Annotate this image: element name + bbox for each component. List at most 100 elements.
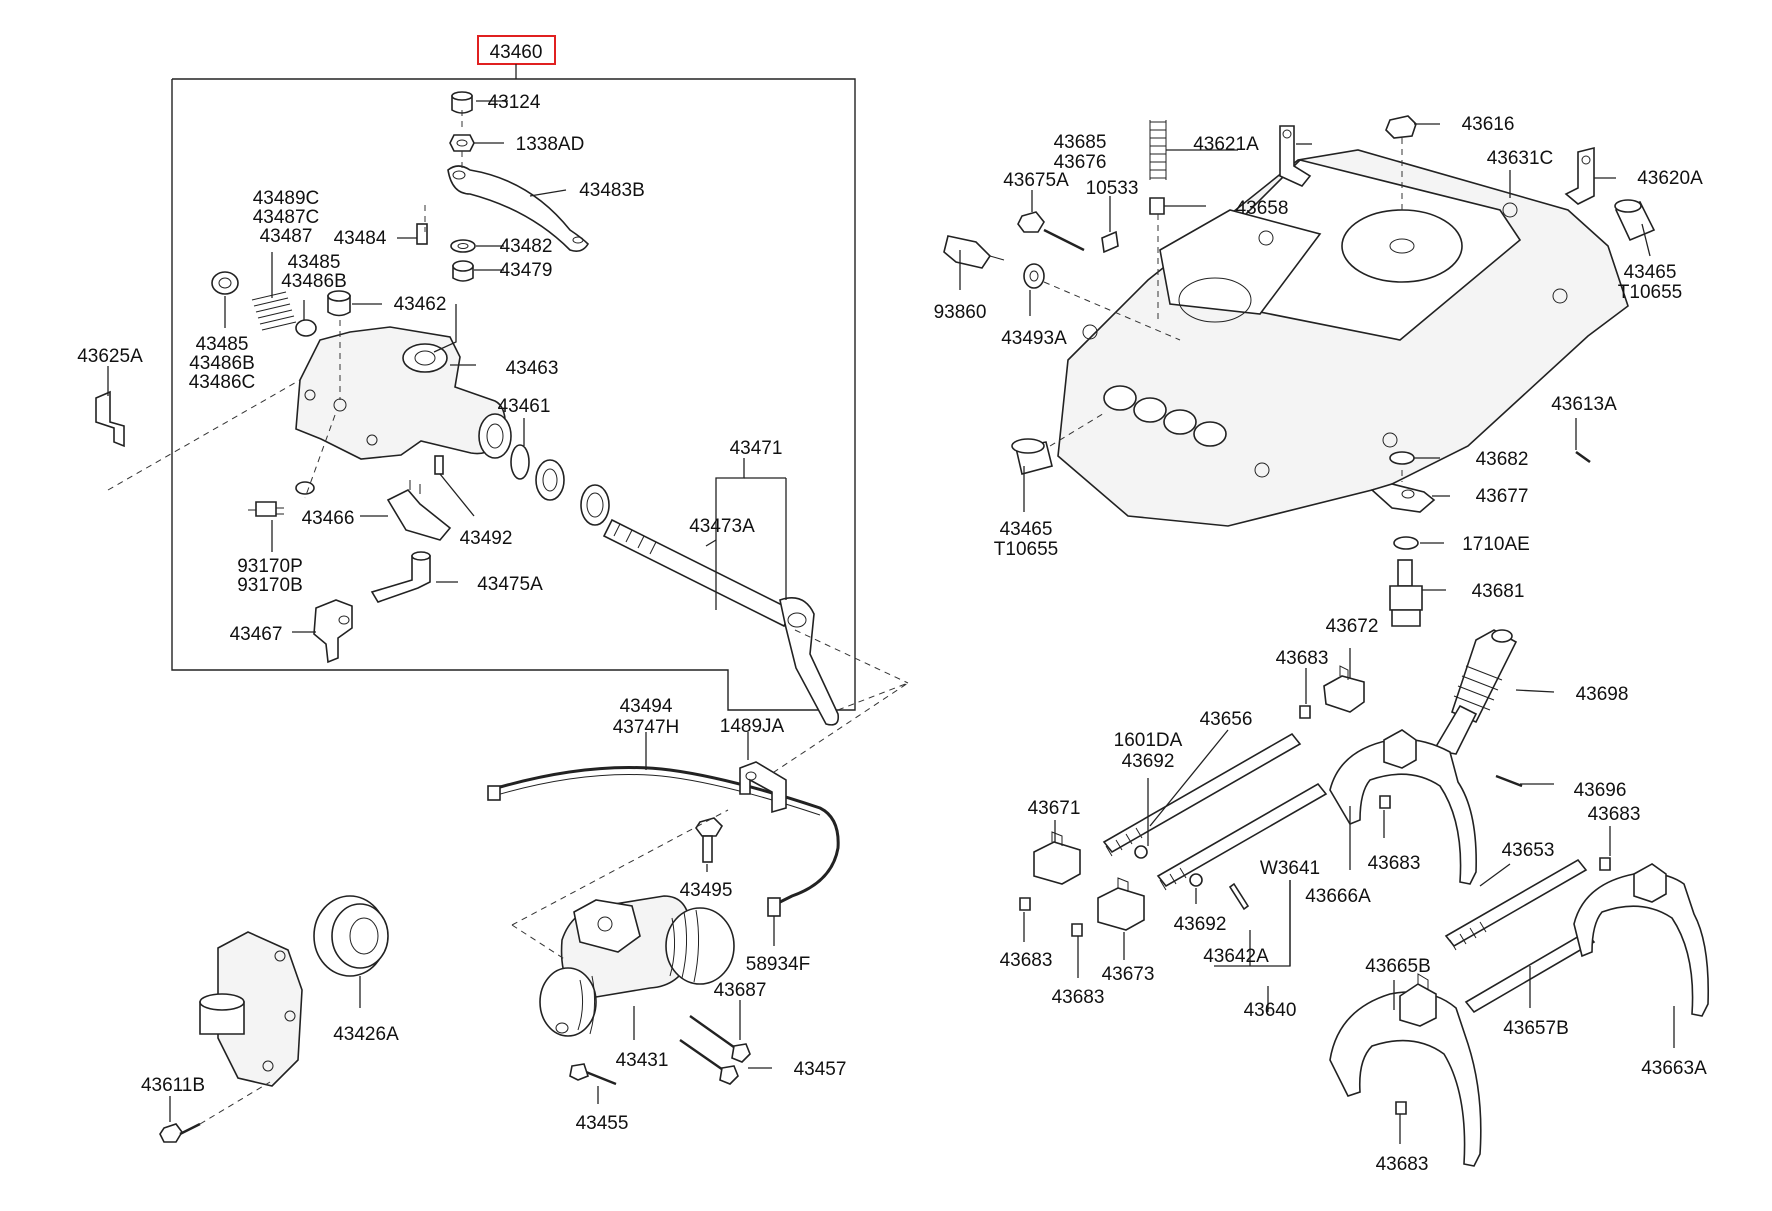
part-label-43494[interactable]: 43494 <box>620 696 673 717</box>
part-1489JA-bracket-icon <box>739 761 787 814</box>
part-label-43681[interactable]: 43681 <box>1472 581 1525 602</box>
part-label-43683[interactable]: 43683 <box>1000 950 1053 971</box>
part-label-43677[interactable]: 43677 <box>1476 486 1529 507</box>
part-label-43485[interactable]: 43485 <box>288 252 341 273</box>
part-label-43489C[interactable]: 43489C <box>253 188 320 209</box>
part-93170P-switch-icon <box>248 481 315 517</box>
part-label-43672[interactable]: 43672 <box>1326 616 1379 637</box>
part-label-43683[interactable]: 43683 <box>1376 1154 1429 1175</box>
part-43682-washer-icon <box>1389 451 1415 465</box>
part-label-1489JA[interactable]: 1489JA <box>720 716 785 737</box>
part-label-1338AD[interactable]: 1338AD <box>516 134 585 155</box>
part-label-43426A[interactable]: 43426A <box>333 1024 399 1045</box>
part-label-43747H[interactable]: 43747H <box>613 717 680 738</box>
part-label-93170P[interactable]: 93170P <box>237 556 303 577</box>
part-label-43486B[interactable]: 43486B <box>281 271 347 292</box>
part-label-W3641[interactable]: W3641 <box>1260 858 1320 879</box>
part-label-43656[interactable]: 43656 <box>1200 709 1253 730</box>
part-label-43616[interactable]: 43616 <box>1462 114 1515 135</box>
part-label-43463[interactable]: 43463 <box>506 358 559 379</box>
part-label-43483B[interactable]: 43483B <box>579 180 645 201</box>
part-label-43486C[interactable]: 43486C <box>189 372 256 393</box>
part-label-43665B[interactable]: 43665B <box>1365 956 1431 977</box>
part-label-93860[interactable]: 93860 <box>934 302 987 323</box>
part-label-43687[interactable]: 43687 <box>714 980 767 1001</box>
part-label-43466[interactable]: 43466 <box>302 508 355 529</box>
highlighted-part-label[interactable]: 43460 <box>490 42 543 63</box>
part-label-43685[interactable]: 43685 <box>1054 132 1107 153</box>
part-label-43479[interactable]: 43479 <box>500 260 553 281</box>
part-label-43467[interactable]: 43467 <box>230 624 283 645</box>
part-label-43653[interactable]: 43653 <box>1502 840 1555 861</box>
part-label-43486B[interactable]: 43486B <box>189 353 255 374</box>
part-label-43666A[interactable]: 43666A <box>1305 886 1371 907</box>
part-label-43683[interactable]: 43683 <box>1276 648 1329 669</box>
part-43457-bolt-icon <box>679 1039 739 1085</box>
part-43663A-fork-icon <box>1573 863 1710 1017</box>
part-43683-screw-icon-f <box>1395 1101 1407 1115</box>
part-label-43493A[interactable]: 43493A <box>1001 328 1067 349</box>
part-label-43465[interactable]: 43465 <box>1624 262 1677 283</box>
part-43621A-bracket-icon <box>1279 125 1312 187</box>
part-label-43495[interactable]: 43495 <box>680 880 733 901</box>
part-label-43462[interactable]: 43462 <box>394 294 447 315</box>
part-43675A-bolt-icon <box>1017 211 1085 252</box>
part-43683-screw-icon-b <box>1019 897 1031 911</box>
part-label-43473A[interactable]: 43473A <box>689 516 755 537</box>
part-label-1710AE[interactable]: 1710AE <box>1462 534 1530 555</box>
part-label-43613A[interactable]: 43613A <box>1551 394 1617 415</box>
part-43426A-bearing-icon <box>313 895 389 977</box>
part-43687-bolt-icon <box>689 1015 751 1063</box>
part-label-43475A[interactable]: 43475A <box>477 574 543 595</box>
part-label-43696[interactable]: 43696 <box>1574 780 1627 801</box>
part-label-43455[interactable]: 43455 <box>576 1113 629 1134</box>
part-label-43682[interactable]: 43682 <box>1476 449 1529 470</box>
part-43683-screw-icon-d <box>1379 795 1391 809</box>
part-label-43683[interactable]: 43683 <box>1368 853 1421 874</box>
part-label-43692[interactable]: 43692 <box>1122 751 1175 772</box>
part-label-43671[interactable]: 43671 <box>1028 798 1081 819</box>
part-label-43676[interactable]: 43676 <box>1054 152 1107 173</box>
part-label-43487C[interactable]: 43487C <box>253 207 320 228</box>
part-label-58934F[interactable]: 58934F <box>746 954 810 975</box>
part-43473A-shaft-icon <box>602 518 840 726</box>
part-93860-sensor-icon <box>943 235 1005 269</box>
part-label-43465[interactable]: 43465 <box>1000 519 1053 540</box>
part-label-43471[interactable]: 43471 <box>730 438 783 459</box>
part-label-43631C[interactable]: 43631C <box>1487 148 1554 169</box>
part-43642A-pin-icon <box>1228 882 1250 911</box>
part-label-43640[interactable]: 43640 <box>1244 1000 1297 1021</box>
part-label-43658[interactable]: 43658 <box>1236 198 1289 219</box>
part-label-43675A[interactable]: 43675A <box>1003 170 1069 191</box>
part-label-43485[interactable]: 43485 <box>196 334 249 355</box>
part-label-43492[interactable]: 43492 <box>460 528 513 549</box>
part-label-43663A[interactable]: 43663A <box>1641 1058 1707 1079</box>
part-label-43625A[interactable]: 43625A <box>77 346 143 367</box>
part-43696-bolt-icon <box>1495 774 1523 788</box>
part-label-43642A[interactable]: 43642A <box>1203 946 1269 967</box>
part-43658-icon <box>1149 197 1165 215</box>
part-label-1601DA[interactable]: 1601DA <box>1114 730 1183 751</box>
part-label-43692[interactable]: 43692 <box>1174 914 1227 935</box>
part-label-43457[interactable]: 43457 <box>794 1059 847 1080</box>
part-label-43484[interactable]: 43484 <box>334 228 387 249</box>
part-label-43621A[interactable]: 43621A <box>1193 134 1259 155</box>
part-label-43673[interactable]: 43673 <box>1102 964 1155 985</box>
part-label-43431[interactable]: 43431 <box>616 1050 669 1071</box>
part-label-93170B[interactable]: 93170B <box>237 575 303 596</box>
part-label-T10655[interactable]: T10655 <box>994 539 1058 560</box>
part-43493A-washer-icon <box>1023 263 1045 289</box>
part-label-43611B[interactable]: 43611B <box>141 1075 205 1096</box>
part-label-43683[interactable]: 43683 <box>1588 804 1641 825</box>
part-label-T10655[interactable]: T10655 <box>1618 282 1682 303</box>
part-label-43124[interactable]: 43124 <box>488 92 541 113</box>
part-label-43657B[interactable]: 43657B <box>1503 1018 1569 1039</box>
part-label-43683[interactable]: 43683 <box>1052 987 1105 1008</box>
part-label-43482[interactable]: 43482 <box>500 236 553 257</box>
part-label-43698[interactable]: 43698 <box>1576 684 1629 705</box>
part-label-43620A[interactable]: 43620A <box>1637 168 1703 189</box>
part-label-10533[interactable]: 10533 <box>1086 178 1139 199</box>
part-43483B-icon <box>447 165 590 252</box>
part-label-43461[interactable]: 43461 <box>498 396 551 417</box>
part-label-43487[interactable]: 43487 <box>260 226 313 247</box>
